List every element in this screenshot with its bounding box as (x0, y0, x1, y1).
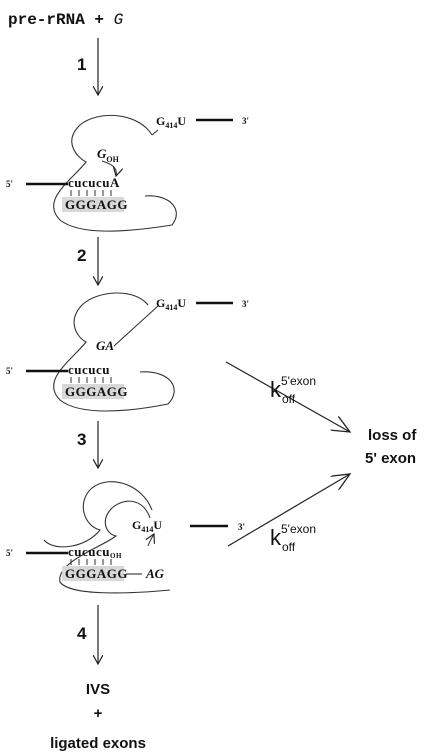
igs-highlight-1 (62, 197, 124, 212)
ag-tail-label: AG (145, 566, 165, 581)
g414-label-3: G414U (132, 518, 162, 534)
loss-line-2: 5' exon (365, 450, 416, 467)
g-oh-attack-arrow (101, 160, 116, 176)
step-2-label: 2 (77, 246, 86, 265)
ga-label: GA (96, 338, 114, 353)
g414-connector-1 (151, 129, 159, 136)
oh-attack-arrow (148, 534, 154, 547)
exon-sequence-3: cucucuOH (68, 544, 122, 560)
five-prime-label-1: 5' (6, 179, 13, 189)
structure-3: G414U 3' 5' cucucuOH GGGAGG AG (6, 481, 245, 594)
base-pair-ticks-1 (70, 190, 112, 196)
koff-arrow-lower (227, 474, 350, 547)
g-oh-label: GOH (97, 146, 120, 164)
g414-label-2: G414U (156, 296, 186, 312)
product-ligated-exons: ligated exons (50, 735, 146, 752)
exon-sequence-2: cucucu (68, 362, 110, 377)
exon-sequence-1: cucucuA (68, 175, 120, 190)
three-prime-label-3: 3' (238, 522, 245, 532)
header-cofactor-g: G (114, 11, 124, 29)
base-pair-ticks-2 (70, 377, 112, 383)
intron-loop-1 (53, 114, 177, 232)
koff-arrow-upper (225, 361, 350, 432)
step-4-label: 4 (77, 624, 87, 643)
base-pair-ticks-3 (70, 559, 112, 565)
step-1-label: 1 (77, 55, 86, 74)
loss-line-1: loss of (368, 427, 417, 444)
structure-2: G414U 3' GA 5' cucucu GGGAGG (6, 292, 249, 412)
g414-label-1: G414U (156, 114, 186, 130)
header-equation: pre-rRNA + G (8, 11, 124, 29)
ga-link-2 (113, 305, 159, 347)
igs-sequence-3: GGGAGG (65, 566, 128, 581)
five-prime-label-2: 5' (6, 366, 13, 376)
igs-highlight-2 (62, 384, 124, 399)
five-prime-label-3: 5' (6, 548, 13, 558)
intron-upper-loop-3 (43, 481, 153, 548)
product-ivs: IVS (86, 681, 110, 698)
three-prime-label-2: 3' (242, 299, 249, 309)
structure-1: G414U 3' GOH 5' cucucuA GGGAGG (6, 114, 249, 232)
step-3-label: 3 (77, 430, 86, 449)
product-plus: + (94, 705, 103, 722)
intron-loop-2 (53, 292, 175, 412)
header-substrate: pre-rRNA + (8, 11, 114, 29)
igs-highlight-3 (62, 566, 124, 581)
igs-sequence-2: GGGAGG (65, 384, 128, 399)
intron-lower-loop-3 (59, 500, 171, 594)
igs-sequence-1: GGGAGG (65, 197, 128, 212)
three-prime-label-1: 3' (242, 116, 249, 126)
